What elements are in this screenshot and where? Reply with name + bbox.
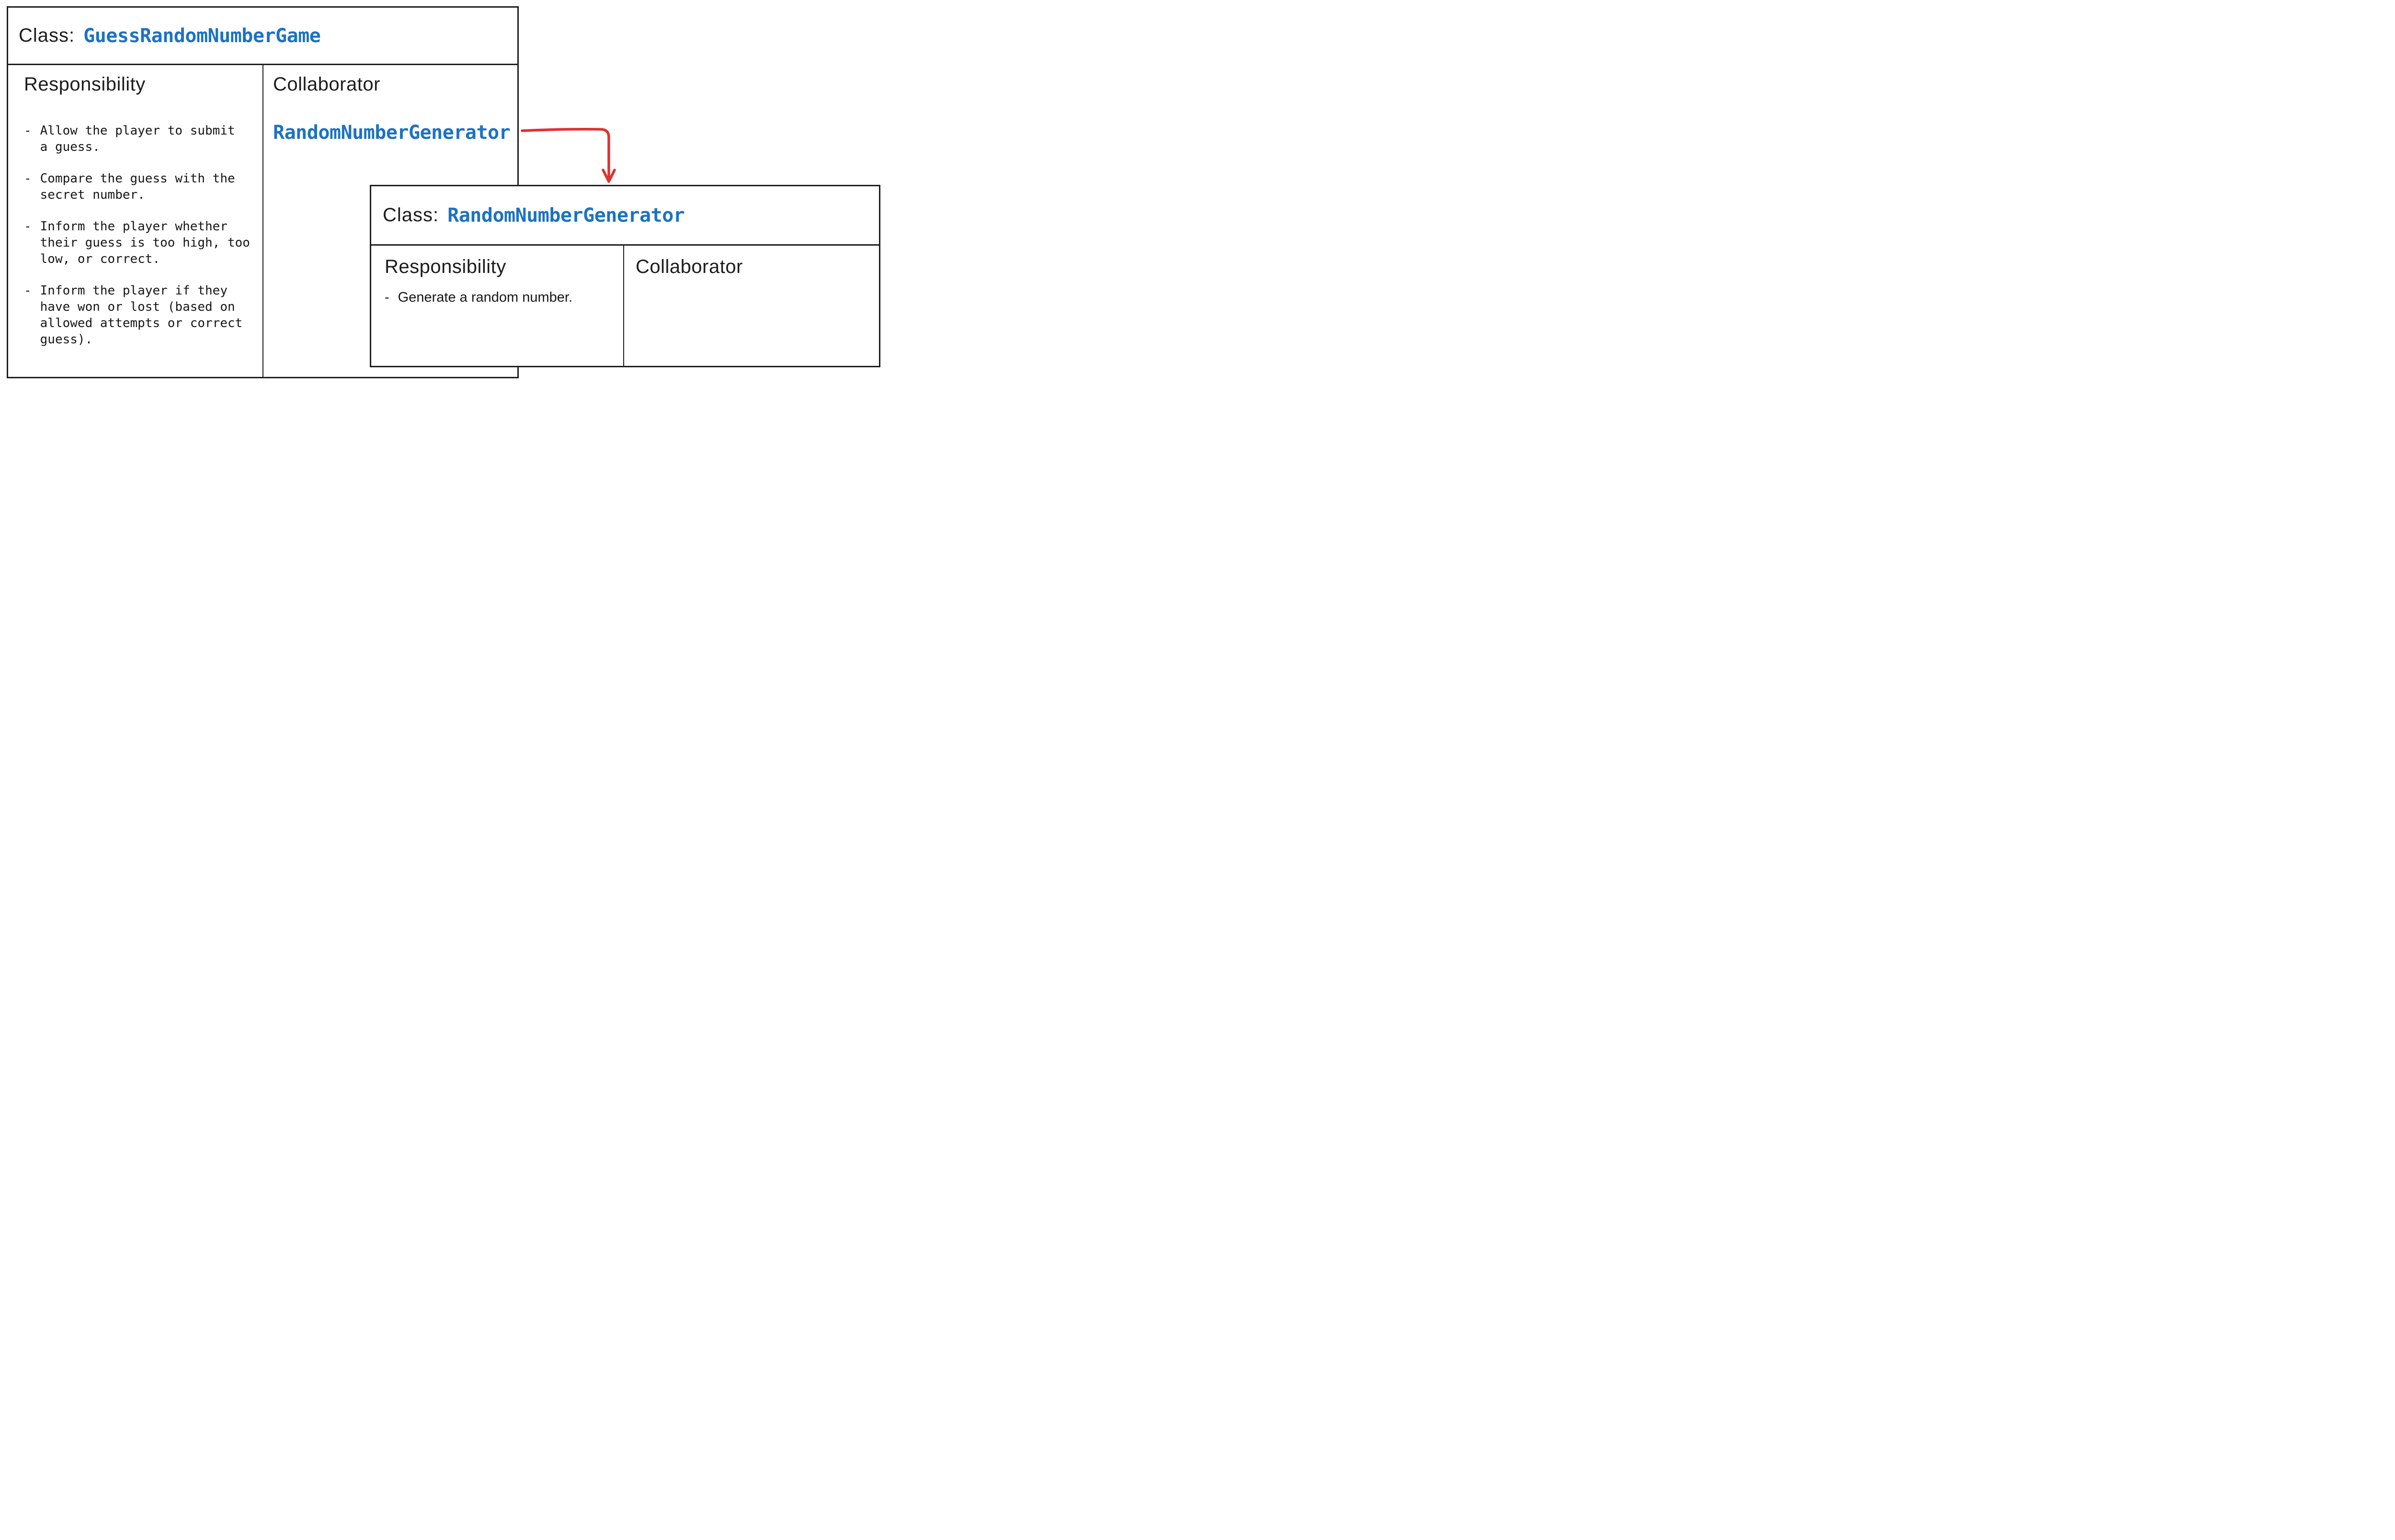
card-body: Responsibility - Allow the player to sub… xyxy=(8,65,517,377)
card-title-row: Class: RandomNumberGenerator xyxy=(371,186,879,246)
collaborator-column: Collaborator xyxy=(624,246,879,366)
class-label: Class: xyxy=(19,25,75,46)
class-name: RandomNumberGenerator xyxy=(447,204,685,226)
collaborator-class-name: RandomNumberGenerator xyxy=(273,122,511,144)
collaborator-header: Collaborator xyxy=(273,74,380,95)
collaboration-arrow xyxy=(521,128,616,183)
crc-card-diagram: Class: GuessRandomNumberGame Responsibil… xyxy=(0,0,887,385)
list-item: - Generate a random number. xyxy=(385,289,616,306)
responsibility-header: Responsibility xyxy=(24,74,146,95)
list-item: - Compare the guess with the secret numb… xyxy=(24,170,254,203)
collaborator-header: Collaborator xyxy=(636,256,743,277)
crc-card-random-number-generator: Class: RandomNumberGenerator Responsibil… xyxy=(370,185,880,367)
card-body: Responsibility - Generate a random numbe… xyxy=(371,246,879,366)
list-item: - Inform the player if they have won or … xyxy=(24,283,254,348)
bullet-dash: - xyxy=(24,124,32,138)
responsibility-text: Allow the player to submit a guess. xyxy=(40,124,235,154)
responsibility-list: - Allow the player to submit a guess. - … xyxy=(24,123,254,348)
responsibility-column: Responsibility - Allow the player to sub… xyxy=(8,65,263,377)
bullet-dash: - xyxy=(385,290,389,305)
responsibility-text: Generate a random number. xyxy=(398,290,572,305)
list-item: - Allow the player to submit a guess. xyxy=(24,123,254,155)
responsibility-text: Inform the player if they have won or lo… xyxy=(40,283,243,347)
card-title-row: Class: GuessRandomNumberGame xyxy=(8,8,517,65)
responsibility-text: Inform the player whether their guess is… xyxy=(40,219,250,266)
class-name: GuessRandomNumberGame xyxy=(83,24,321,47)
class-label: Class: xyxy=(383,204,439,226)
responsibility-column: Responsibility - Generate a random numbe… xyxy=(371,246,624,366)
bullet-dash: - xyxy=(24,171,32,186)
responsibility-header: Responsibility xyxy=(385,256,506,277)
responsibility-text: Compare the guess with the secret number… xyxy=(40,171,235,202)
list-item: - Inform the player whether their guess … xyxy=(24,218,254,267)
bullet-dash: - xyxy=(24,283,32,298)
bullet-dash: - xyxy=(24,219,32,234)
collaborator-column: Collaborator RandomNumberGenerator xyxy=(263,65,517,377)
